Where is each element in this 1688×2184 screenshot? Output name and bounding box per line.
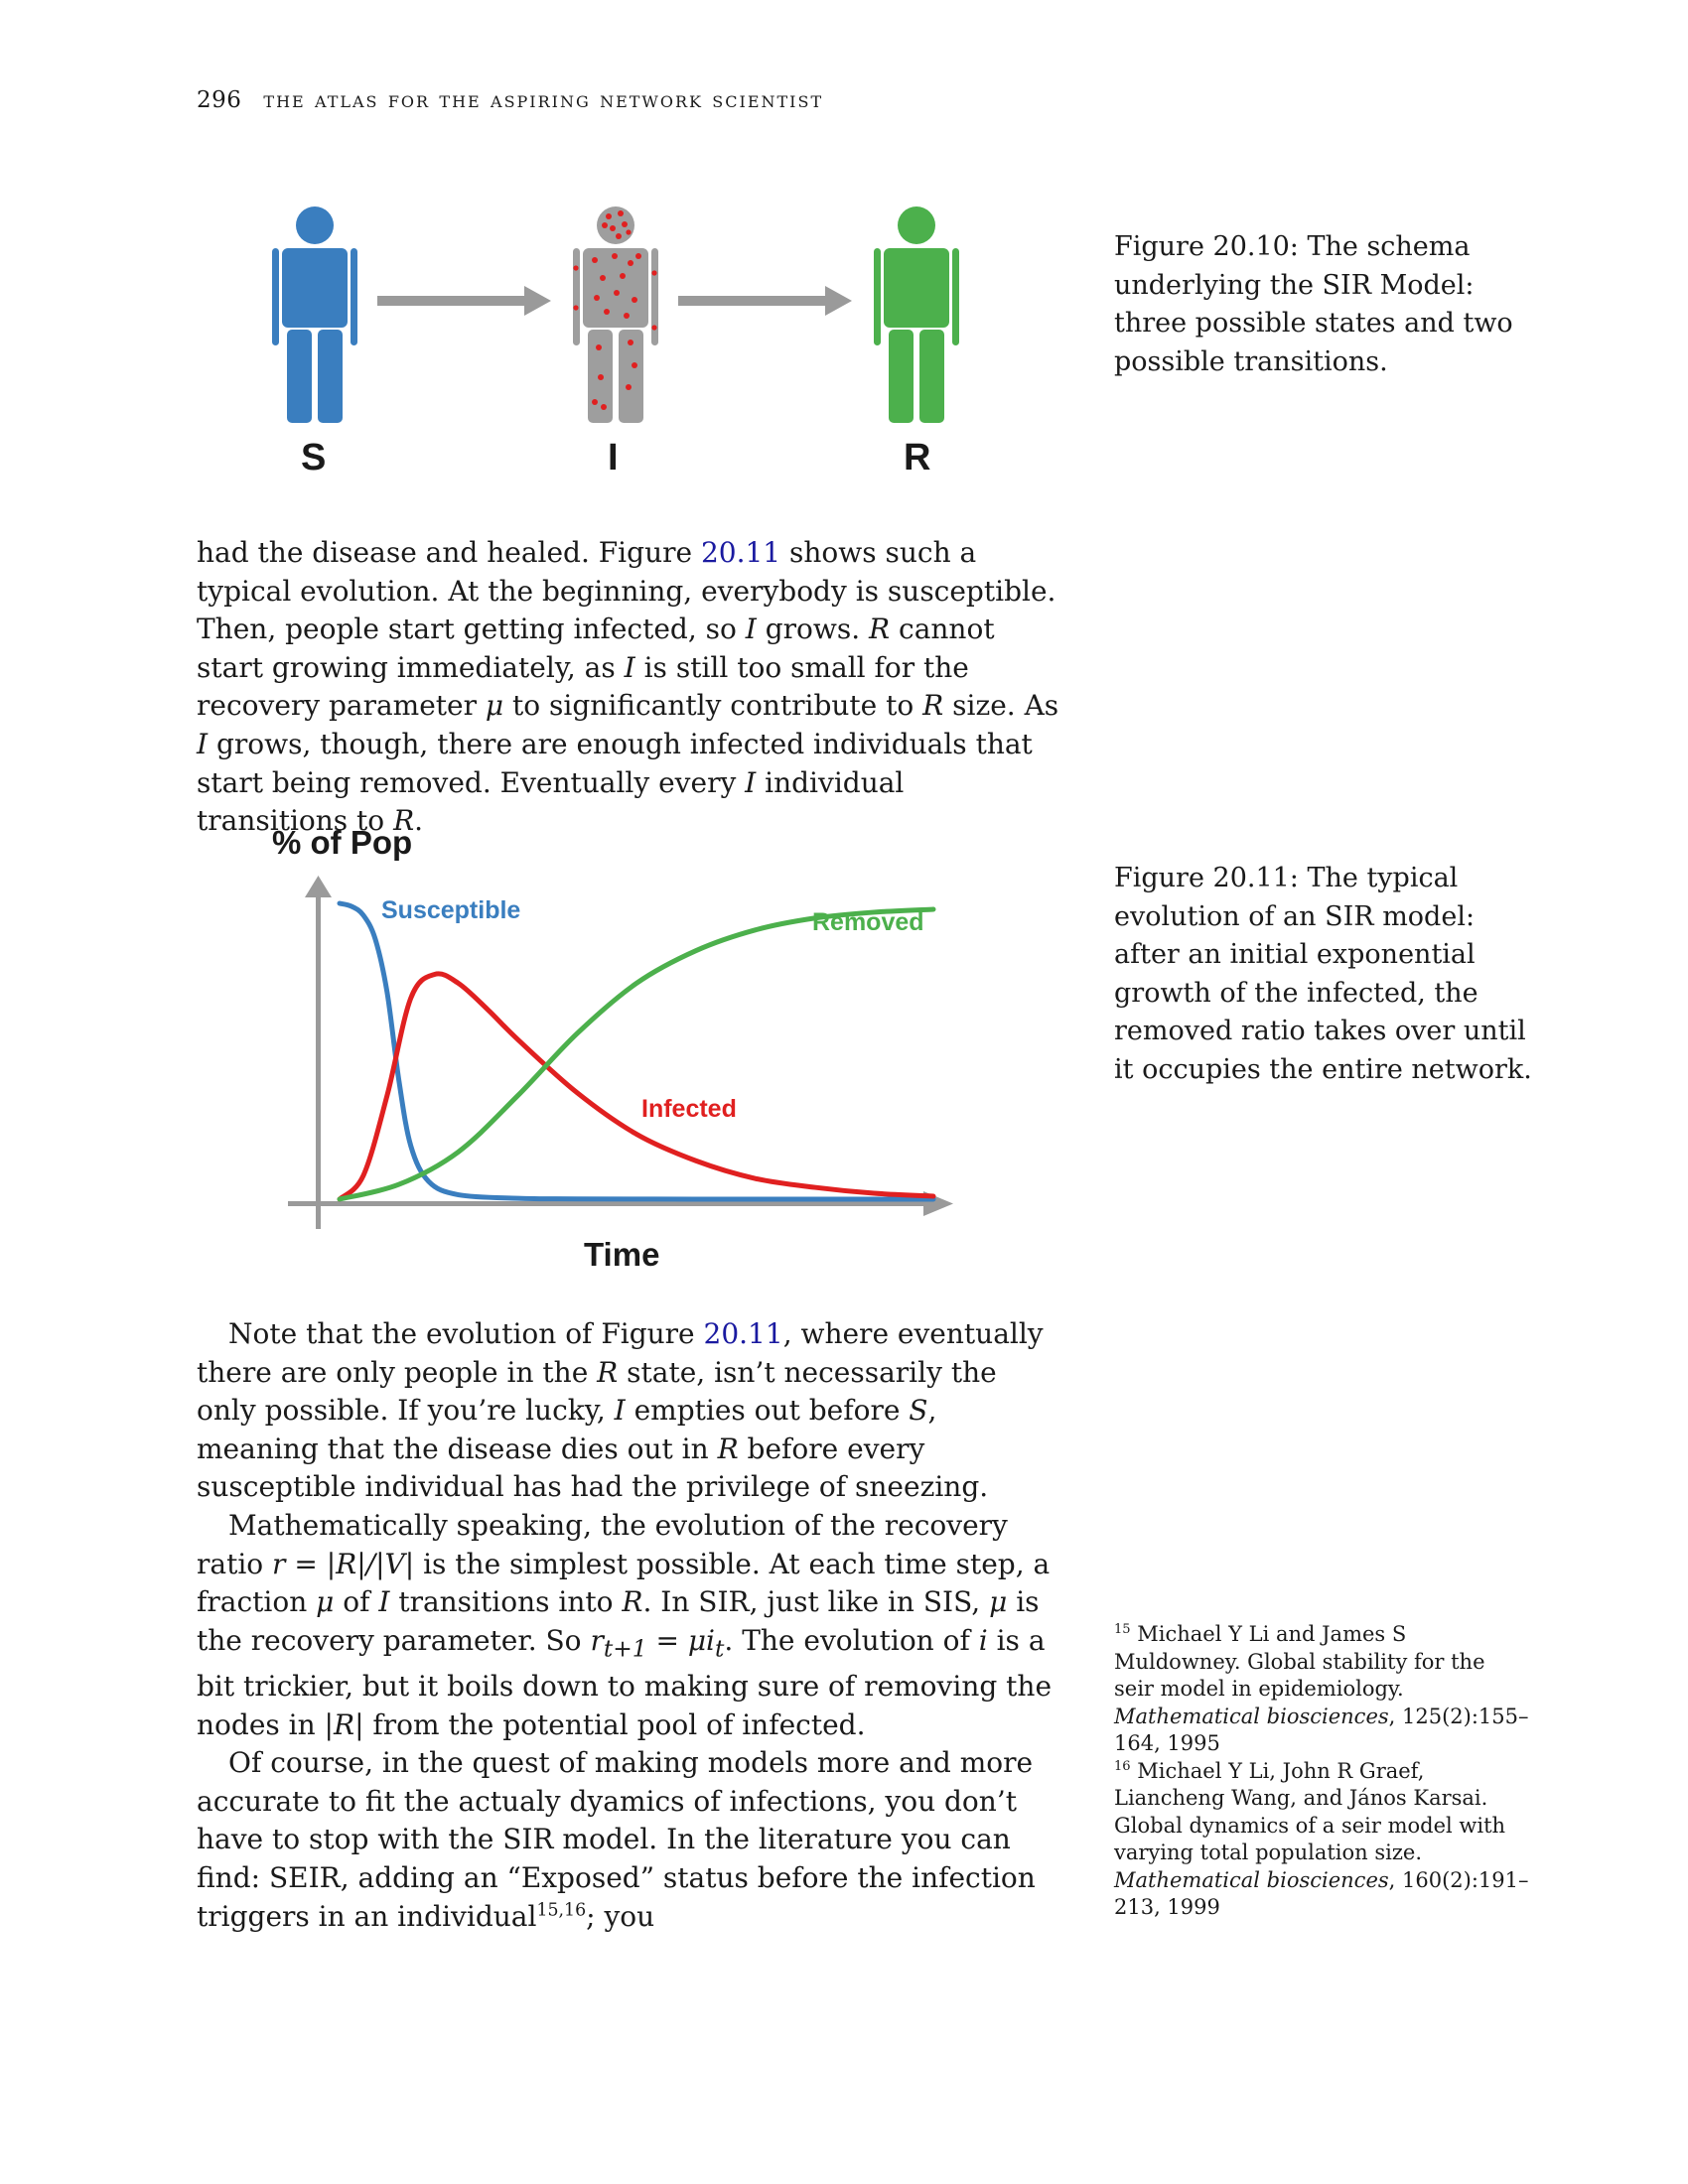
state-label-i: I [608, 437, 619, 478]
series-label-susceptible: Susceptible [381, 896, 521, 924]
person-icon-susceptible [272, 206, 357, 423]
chart-xlabel: Time [584, 1236, 660, 1273]
equation-recovery-ratio: r = |R|/|V| [272, 1547, 415, 1580]
series-label-infected: Infected [641, 1095, 737, 1123]
paragraph-2: Note that the evolution of Figure 20.11,… [197, 1317, 1044, 1504]
body-text-continued: Note that the evolution of Figure 20.11,… [197, 1315, 1060, 1936]
y-axis [305, 876, 332, 1229]
figure-ref-link[interactable]: 20.11 [700, 536, 781, 569]
state-label-s: S [301, 437, 327, 478]
paragraph-3: Mathematically speaking, the evolution o… [197, 1508, 1053, 1741]
x-axis [288, 1191, 953, 1216]
running-header: 296 the atlas for the aspiring network sc… [197, 87, 823, 113]
series-line-susceptible [337, 900, 936, 1202]
footnote-ref[interactable]: 15,16 [536, 1900, 587, 1921]
page-number: 296 [197, 87, 242, 113]
paragraph-4: Of course, in the quest of making models… [197, 1746, 1036, 1933]
chart-ylabel: % of Pop [272, 824, 413, 861]
equation-recovery-update: rt+1 = μit [590, 1623, 725, 1663]
paragraph-1: had the disease and healed. Figure 20.11… [197, 536, 1059, 838]
footnote-16: 16 Michael Y Li, John R Graef, Liancheng… [1114, 1758, 1529, 1920]
person-icon-infected [573, 206, 658, 423]
figure-caption-20-11: Figure 20.11: The typical evolution of a… [1114, 863, 1532, 1085]
person-icon-removed [874, 206, 959, 423]
arrow-i-to-r-icon [678, 286, 852, 316]
arrow-s-to-i-icon [377, 286, 551, 316]
series-line-removed [337, 906, 936, 1202]
sir-schema-figure [272, 206, 959, 423]
figure-caption-20-10: Figure 20.10: The schema underlying the … [1114, 231, 1513, 377]
footnote-15: 15 Michael Y Li and James S Muldowney. G… [1114, 1622, 1529, 1755]
series-line-infected [337, 971, 936, 1202]
series-label-removed: Removed [812, 908, 924, 936]
footnotes: 15 Michael Y Li and James S Muldowney. G… [1114, 1621, 1531, 1922]
figure-ref-link[interactable]: 20.11 [703, 1317, 783, 1350]
running-title: the atlas for the aspiring network scien… [263, 87, 824, 113]
state-label-r: R [904, 437, 931, 478]
sir-evolution-chart [288, 876, 953, 1229]
